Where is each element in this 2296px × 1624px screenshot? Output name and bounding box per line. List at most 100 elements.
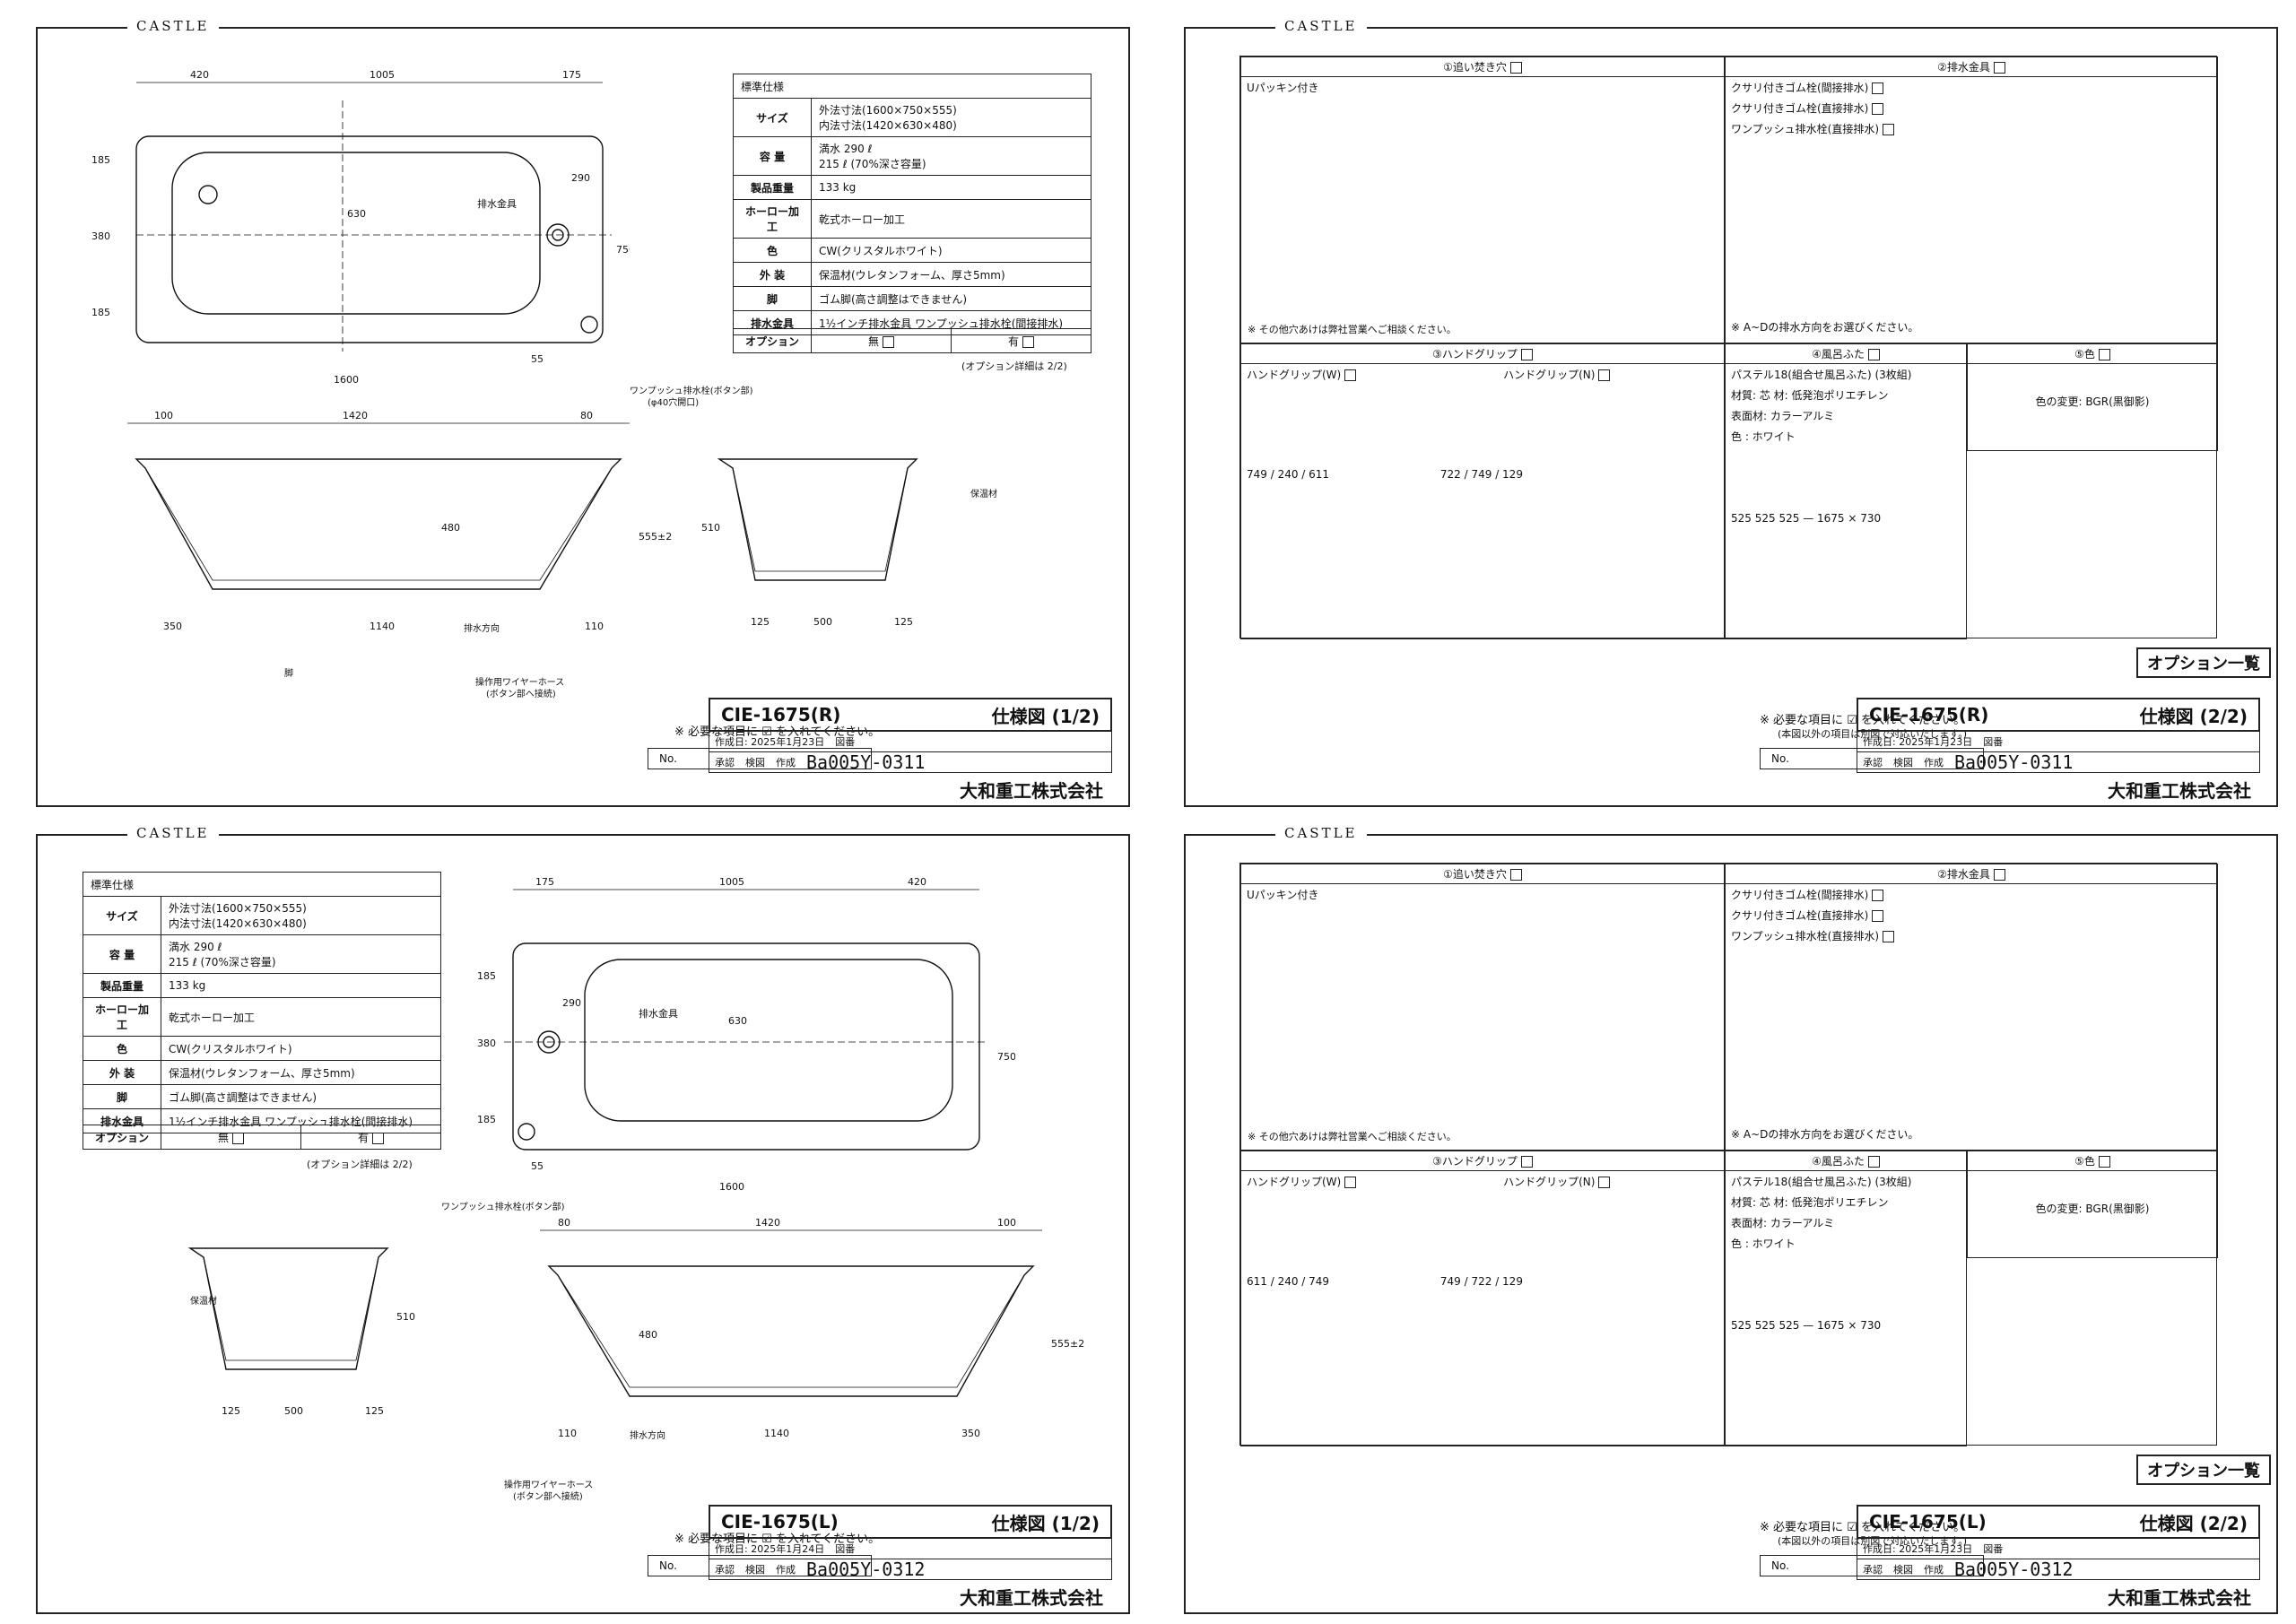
brand-logo: CASTLE xyxy=(1275,825,1367,841)
option3-checkbox[interactable] xyxy=(1520,349,1533,360)
svg-text:380: 380 xyxy=(477,1038,496,1049)
option5-checkbox[interactable] xyxy=(2098,349,2110,360)
section-height: 555±2 xyxy=(639,531,673,543)
svg-text:1140: 1140 xyxy=(370,621,395,632)
option4-checkbox[interactable] xyxy=(1867,349,1880,360)
svg-text:480: 480 xyxy=(639,1329,657,1341)
check-note: ※ 必要な項目に ☑ を入れてください。 xyxy=(1760,1521,1966,1534)
svg-text:125: 125 xyxy=(894,616,913,628)
svg-text:110: 110 xyxy=(585,621,604,632)
svg-text:175: 175 xyxy=(535,876,554,888)
spec-table-l: 標準仕様 サイズ外法寸法(1600×750×555)内法寸法(1420×630×… xyxy=(83,872,441,1133)
svg-text:100: 100 xyxy=(997,1217,1016,1229)
long-section-r: 100 1420 80 480 350 1140 110 xyxy=(127,410,630,632)
svg-text:55: 55 xyxy=(531,353,544,365)
option-note: (オプション詳細は 2/2) xyxy=(307,1159,413,1170)
title-block: CIE-1675(L)仕様図 (1/2) 作成日: 2025年1月24日図番 承… xyxy=(709,1505,1112,1609)
svg-text:185: 185 xyxy=(477,1114,496,1125)
option-no-checkbox[interactable] xyxy=(232,1132,244,1144)
section-height: 555±2 xyxy=(1051,1338,1085,1350)
wire-hose-label: 操作用ワイヤーホース xyxy=(504,1481,594,1490)
svg-text:350: 350 xyxy=(163,621,182,632)
svg-text:1005: 1005 xyxy=(719,876,744,888)
svg-text:420: 420 xyxy=(190,69,209,81)
svg-text:380: 380 xyxy=(91,230,110,242)
wire-hose-sub: (ボタン部へ接続) xyxy=(486,690,556,699)
option5-checkbox[interactable] xyxy=(2098,1156,2110,1168)
svg-text:125: 125 xyxy=(365,1405,384,1417)
svg-text:510: 510 xyxy=(701,522,720,534)
model-name: CIE-1675(R) xyxy=(721,704,841,725)
option-list-badge: オプション一覧 xyxy=(2136,1455,2271,1485)
svg-text:1140: 1140 xyxy=(764,1428,789,1439)
o2b-checkbox[interactable] xyxy=(1872,103,1884,115)
svg-text:500: 500 xyxy=(284,1405,303,1417)
cross-section-l: 510 125 500 125 xyxy=(187,1247,415,1417)
wire-hose-sub: (ボタン部へ接続) xyxy=(513,1492,583,1502)
cross-section-r: 510 125 500 125 xyxy=(701,458,918,628)
o2b-checkbox[interactable] xyxy=(1872,910,1884,922)
option-grid-l: ①追い焚き穴 Uパッキン付き ②排水金具 クサリ付きゴム栓(間接排水) クサリ付… xyxy=(1239,863,2218,1446)
drain-label: 排水金具 xyxy=(639,1008,678,1020)
plan-view-l: 175 1005 420 185 380 185 630 750 290 160… xyxy=(477,876,1015,1193)
brand-logo: CASTLE xyxy=(1275,18,1367,34)
option1-checkbox[interactable] xyxy=(1509,62,1522,74)
check-note: ※ 必要な項目に ☑ を入れてください。 xyxy=(674,1533,881,1546)
svg-text:1600: 1600 xyxy=(719,1181,744,1193)
company-name: 大和重工株式会社 xyxy=(960,780,1103,802)
option-no-checkbox[interactable] xyxy=(883,335,894,348)
brand-logo: CASTLE xyxy=(127,825,219,841)
svg-text:55: 55 xyxy=(531,1160,544,1172)
plan-view-r: 420 1005 175 185 380 185 630 750 290 160… xyxy=(91,69,630,386)
drain-direction: 排水方向 xyxy=(464,624,500,634)
svg-text:185: 185 xyxy=(91,307,110,318)
button-label: ワンプッシュ排水栓(ボタン部) xyxy=(441,1203,565,1212)
svg-text:110: 110 xyxy=(558,1428,577,1439)
option-table-l: オプション 無 有 xyxy=(83,1125,441,1150)
option-note: (オプション詳細は 2/2) xyxy=(961,360,1067,372)
title-block: CIE-1675(R)仕様図 (2/2) 作成日: 2025年1月23日図番 承… xyxy=(1857,698,2260,802)
option-yes-checkbox[interactable] xyxy=(372,1132,384,1144)
o2a-checkbox[interactable] xyxy=(1872,83,1884,94)
sheet-r-2: CASTLE ①追い焚き穴 Uパッキン付き ②排水金具 クサリ付きゴム栓(間接排… xyxy=(1184,18,2278,807)
sheet-l-2: CASTLE ①追い焚き穴 Uパッキン付き ②排水金具 クサリ付きゴム栓(間接排… xyxy=(1184,825,2278,1614)
option-list-badge: オプション一覧 xyxy=(2136,647,2271,678)
check-note: ※ 必要な項目に ☑ を入れてください。 xyxy=(1760,714,1966,727)
grip-w-checkbox[interactable] xyxy=(1344,1177,1357,1188)
no-input[interactable]: No. xyxy=(1760,1555,1984,1576)
button-hole-label: (φ40穴開口) xyxy=(648,398,700,408)
svg-text:1600: 1600 xyxy=(334,374,359,386)
svg-text:290: 290 xyxy=(562,997,581,1009)
svg-text:290: 290 xyxy=(571,172,590,184)
title-block: CIE-1675(L)仕様図 (2/2) 作成日: 2025年1月23日図番 承… xyxy=(1857,1505,2260,1609)
option-yes-checkbox[interactable] xyxy=(1022,335,1034,348)
svg-text:630: 630 xyxy=(347,208,366,220)
option1-checkbox[interactable] xyxy=(1509,869,1522,881)
option2-checkbox[interactable] xyxy=(1993,62,2005,74)
svg-text:750: 750 xyxy=(616,244,630,256)
svg-text:175: 175 xyxy=(562,69,581,81)
no-input[interactable]: No. xyxy=(1760,748,1984,769)
svg-text:500: 500 xyxy=(813,616,832,628)
no-input[interactable]: No. xyxy=(648,1555,872,1576)
svg-text:1420: 1420 xyxy=(755,1217,780,1229)
sheet-title: 仕様図 (1/2) xyxy=(991,705,1100,727)
svg-text:80: 80 xyxy=(558,1217,570,1229)
button-label: ワンプッシュ排水栓(ボタン部) xyxy=(630,386,753,396)
option-grid-r: ①追い焚き穴 Uパッキン付き ②排水金具 クサリ付きゴム栓(間接排水) クサリ付… xyxy=(1239,56,2218,639)
no-input[interactable]: No. xyxy=(648,748,872,769)
sheet-r-1: CASTLE 420 1005 175 185 380 185 630 750 … xyxy=(36,18,1130,807)
svg-text:750: 750 xyxy=(997,1051,1015,1063)
option4-checkbox[interactable] xyxy=(1867,1156,1880,1168)
o2a-checkbox[interactable] xyxy=(1872,890,1884,901)
grip-n-checkbox[interactable] xyxy=(1598,369,1611,381)
grip-w-checkbox[interactable] xyxy=(1344,369,1357,381)
o2c-checkbox[interactable] xyxy=(1883,124,1895,135)
option3-checkbox[interactable] xyxy=(1520,1156,1533,1168)
option2-checkbox[interactable] xyxy=(1993,869,2005,881)
o2c-checkbox[interactable] xyxy=(1883,931,1895,942)
svg-text:1005: 1005 xyxy=(370,69,395,81)
insul-label: 保温材 xyxy=(190,1297,217,1307)
grip-n-checkbox[interactable] xyxy=(1598,1177,1611,1188)
svg-text:100: 100 xyxy=(154,410,173,421)
